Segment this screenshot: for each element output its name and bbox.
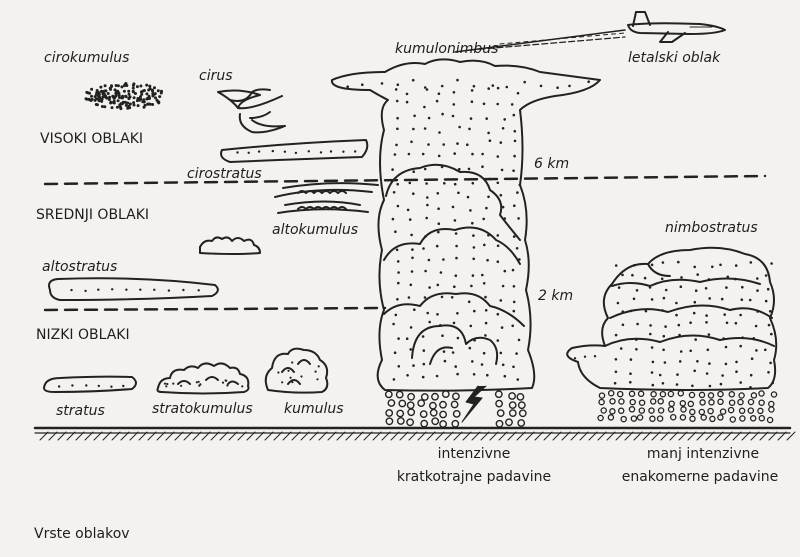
label-6km: 6 km [534, 156, 569, 172]
cirokumulus-cloud [84, 82, 163, 111]
label-precip-left-1: intenzivne [438, 446, 511, 462]
altostratus-cloud [48, 277, 219, 301]
label-2km: 2 km [538, 288, 573, 304]
label-letalski-oblak: letalski oblak [628, 50, 721, 66]
nimbostratus-cloud [566, 246, 778, 391]
lightning-icon [461, 385, 487, 423]
label-stratokumulus: stratokumulus [152, 401, 253, 417]
label-kumulonimbus: kumulonimbus [395, 41, 498, 57]
stratokumulus-cloud [156, 362, 250, 395]
label-stratus: stratus [56, 403, 105, 419]
label-cirokumulus: cirokumulus [44, 50, 129, 66]
ground [33, 426, 796, 441]
label-srednji-oblaki: SREDNJI OBLAKI [36, 207, 149, 223]
airplane-icon [627, 11, 726, 43]
kumulonimbus-cloud [330, 58, 601, 392]
caption: Vrste oblakov [34, 526, 130, 542]
label-altostratus: altostratus [42, 259, 117, 275]
label-altokumulus: altokumulus [272, 222, 358, 238]
label-nizki-oblaki: NIZKI OBLAKI [36, 327, 130, 343]
altokumulus-cloud [199, 182, 379, 255]
kumulus-cloud [264, 347, 329, 394]
label-kumulus: kumulus [284, 401, 344, 417]
kumulonimbus-precipitation [384, 390, 527, 428]
label-cirostratus: cirostratus [187, 166, 262, 182]
contrail [454, 29, 626, 53]
stratus-cloud [43, 375, 137, 393]
cirostratus-cloud [220, 139, 369, 163]
label-nimbostratus: nimbostratus [665, 220, 758, 236]
label-precip-right-2: enakomerne padavine [622, 469, 779, 485]
label-cirus: cirus [199, 68, 233, 84]
label-precip-left-2: kratkotrajne padavine [397, 469, 551, 485]
high-mid-divider [43, 174, 767, 186]
cirus-cloud [217, 88, 286, 134]
mid-low-divider [43, 306, 387, 312]
label-precip-right-1: manj intenzivne [647, 446, 759, 462]
label-visoki-oblaki: VISOKI OBLAKI [40, 131, 143, 147]
nimbostratus-precipitation [597, 389, 778, 424]
